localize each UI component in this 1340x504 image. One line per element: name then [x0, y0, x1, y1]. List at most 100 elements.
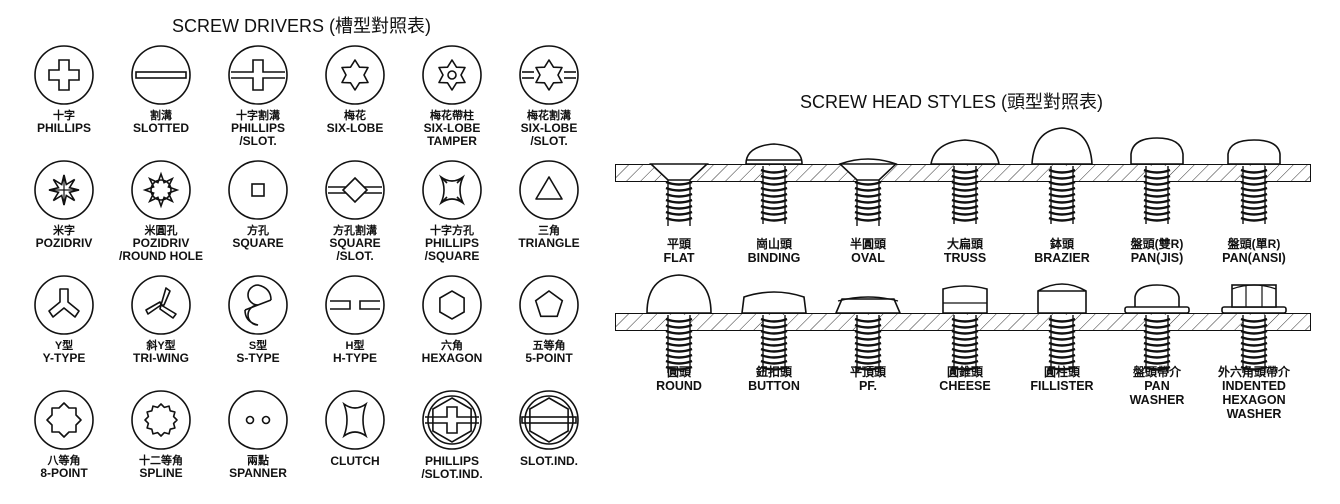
- phillips-square-icon: [422, 160, 482, 220]
- head-label-en: BUTTON: [748, 379, 800, 393]
- head-label-en: OVAL: [851, 251, 885, 265]
- six-lobe-icon: [325, 45, 385, 105]
- head-label-en: TRUSS: [943, 251, 987, 265]
- driver-clutch: CLUTCH: [307, 389, 403, 468]
- driver-label-en: POZIDRIV: [35, 236, 93, 250]
- driver-slot-ind: SLOT.IND.: [501, 389, 597, 468]
- head-brazier: [1014, 120, 1110, 235]
- head-label-zh: 盤頭(單R): [1227, 237, 1281, 251]
- head-label-en: PF.: [858, 379, 878, 393]
- head-label-en: CHEESE: [939, 379, 991, 393]
- fillister-head-icon: [1037, 283, 1087, 373]
- pozidriv-icon: [34, 160, 94, 220]
- head-label-zh: 圓柱頭: [1043, 365, 1080, 379]
- phillips-icon: [34, 45, 94, 105]
- driver-label-en: SIX-LOBE TAMPER: [423, 121, 481, 148]
- driver-label-en: POZIDRIV /ROUND HOLE: [119, 236, 203, 263]
- five-point-icon: [519, 275, 579, 335]
- driver-label-en: PHILLIPS /SLOT.: [230, 121, 285, 148]
- six-lobe-tamper-icon: [422, 45, 482, 105]
- head-pan-washer: [1109, 269, 1205, 384]
- driver-label-zh: S型: [248, 340, 268, 352]
- driver-label-zh: Y型: [54, 340, 74, 352]
- driver-label-zh: 梅花割溝: [527, 110, 571, 122]
- head-label-en: BRAZIER: [1034, 251, 1090, 265]
- head-label-zh: 鉢頭: [1049, 237, 1074, 251]
- y-type-icon: [34, 275, 94, 335]
- s-type-icon: [228, 275, 288, 335]
- head-truss: [917, 120, 1013, 235]
- triangle-icon: [519, 160, 579, 220]
- head-label-en: BINDING: [747, 251, 801, 265]
- driver-label-zh: 三角: [538, 225, 560, 237]
- driver-label-zh: 五等角: [532, 340, 566, 352]
- head-label-zh: 盤頭帶介: [1132, 365, 1181, 379]
- driver-label-en: SPANNER: [229, 466, 287, 480]
- driver-label-en: 8-POINT: [40, 466, 88, 480]
- driver-label-zh: 米字: [53, 225, 75, 237]
- head-label-en: PAN WASHER: [1129, 379, 1185, 407]
- driver-label-zh: 方孔: [247, 225, 269, 237]
- spline-icon: [131, 390, 191, 450]
- head-label-zh: 平頭: [666, 237, 691, 251]
- pan-ansi-head-icon: [1227, 139, 1281, 224]
- head-label-zh: 圓錐頭: [946, 365, 983, 379]
- driver-label-zh: 梅花: [344, 110, 366, 122]
- tri-wing-icon: [131, 275, 191, 335]
- pan-jis-head-icon: [1130, 137, 1184, 224]
- driver-label-en: SIX-LOBE /SLOT.: [520, 121, 578, 148]
- head-label-zh: 圓頭: [666, 365, 691, 379]
- driver-label-en: PHILLIPS /SQUARE: [424, 236, 480, 263]
- head-label-en: FILLISTER: [1030, 379, 1094, 393]
- driver-label-en: SIX-LOBE: [326, 121, 384, 135]
- head-styles-title: SCREW HEAD STYLES (頭型對照表): [800, 92, 1104, 112]
- driver-label-en: SLOT.IND.: [519, 454, 578, 468]
- square-slot-icon: [325, 160, 385, 220]
- driver-label-en: Y-TYPE: [42, 351, 86, 365]
- six-lobe-slot-icon: [519, 45, 579, 105]
- head-button: [726, 269, 822, 384]
- head-binding: [726, 120, 822, 235]
- driver-label-zh: 割溝: [150, 110, 172, 122]
- driver-label-en: TRIANGLE: [518, 236, 580, 250]
- head-label: 盤頭(雙R)PAN(JIS): [1109, 237, 1205, 265]
- round-head-icon: [646, 274, 712, 373]
- flat-head-icon: [648, 163, 710, 226]
- head-label-zh: 外六角頭帶介: [1217, 365, 1290, 379]
- driver-label-zh: 斜Y型: [146, 340, 176, 352]
- driver-label-en: SLOTTED: [133, 121, 189, 135]
- driver-label-zh: 兩點: [247, 455, 269, 467]
- driver-label-en: S-TYPE: [236, 351, 280, 365]
- driver-label-zh: 十二等角: [139, 455, 183, 467]
- driver-label-en: PHILLIPS /SLOT.IND.: [421, 454, 483, 481]
- driver-label-zh: 十字割溝: [236, 110, 280, 122]
- pozidriv-round-hole-icon: [131, 160, 191, 220]
- slotted-icon: [131, 45, 191, 105]
- head-pan-ansi: [1206, 120, 1302, 235]
- driver-label-en: CLUTCH: [330, 454, 380, 468]
- driver-label-zh: 方孔割溝: [333, 225, 377, 237]
- head-label-en: PAN(ANSI): [1222, 251, 1286, 265]
- head-label-en: INDENTED HEXAGON WASHER: [1222, 379, 1286, 421]
- head-flat: [631, 120, 727, 235]
- hexagon-icon: [422, 275, 482, 335]
- head-fillister: [1014, 269, 1110, 384]
- driver-label-en: SQUARE /SLOT.: [329, 236, 381, 263]
- clutch-icon: [325, 390, 385, 450]
- head-label-zh: 平頂頭: [849, 365, 886, 379]
- indented-hexagon-washer-head-icon: [1221, 284, 1287, 373]
